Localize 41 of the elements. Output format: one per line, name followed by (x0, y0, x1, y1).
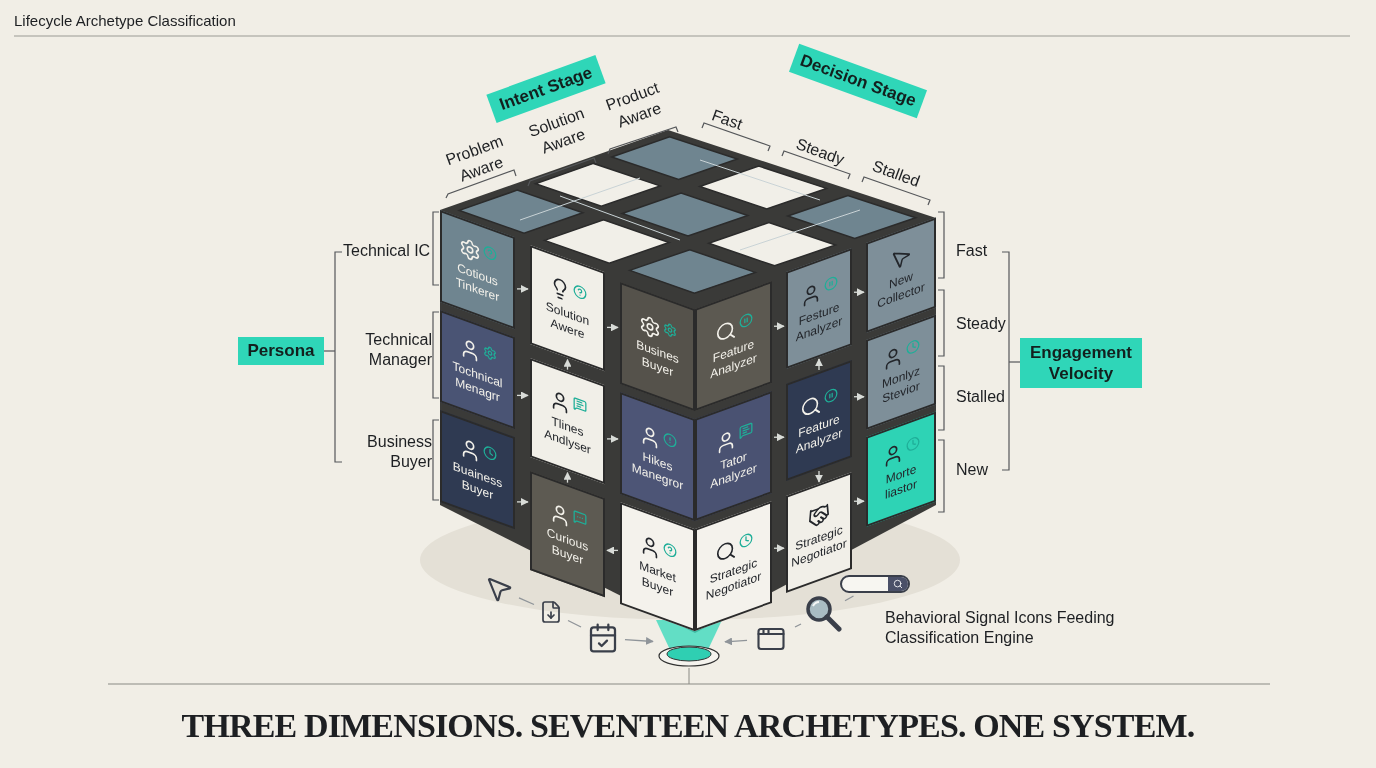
caption: THREE DIMENSIONS. SEVENTEEN ARCHETYPES. ONE SYSTEM. (180, 706, 1196, 746)
archetype-label: Tator Analyzer (709, 448, 758, 494)
archetype-label: Festure Analyzer (794, 298, 844, 346)
column-header: Problem Aware (442, 130, 507, 187)
dimension-tag: Engagement Velocity (1020, 338, 1142, 388)
archetype-label: Feature Analyzer (794, 409, 844, 458)
archetype-label: Monlyz Stevior (881, 362, 921, 409)
arrow (724, 637, 748, 646)
row-label: Business Buyer (366, 432, 432, 472)
column-header: Stalled (869, 156, 924, 192)
annotation: Behavioral Signal Icons Feeding Classification Engine (885, 608, 1116, 648)
column-header: Fast (708, 105, 746, 135)
row-label: New (956, 460, 989, 480)
archetype-label: Morte liastor (884, 460, 918, 505)
arrow (563, 358, 572, 371)
arrow (563, 471, 572, 484)
arrow (853, 392, 865, 401)
magnifier-icon (804, 594, 842, 632)
row-label: Stalled (956, 387, 1006, 407)
dimension-tag: Persona (238, 337, 324, 365)
arrow (606, 435, 619, 443)
arrow (853, 288, 865, 297)
search-bar-icon (840, 575, 910, 593)
arrow (516, 391, 529, 400)
row-label: Technical IC (343, 241, 432, 261)
arrow (773, 433, 785, 442)
arrow (853, 497, 865, 506)
arrow (606, 323, 619, 332)
arrow (773, 322, 785, 331)
arrow (773, 544, 785, 553)
funnel-drawing (656, 620, 722, 668)
arrow (606, 546, 619, 555)
arrow (624, 637, 654, 645)
row-label: Fast (956, 241, 989, 261)
arrow (516, 498, 529, 506)
arrow (516, 285, 529, 293)
page-title: Lifecycle Archetype Classification (14, 11, 236, 31)
archetype-label: Feature Analyzer (709, 335, 758, 384)
archetype-label: Market Buyer (638, 556, 677, 602)
row-label: Steady (956, 314, 1006, 334)
row-label: Technical Manager (364, 330, 432, 370)
